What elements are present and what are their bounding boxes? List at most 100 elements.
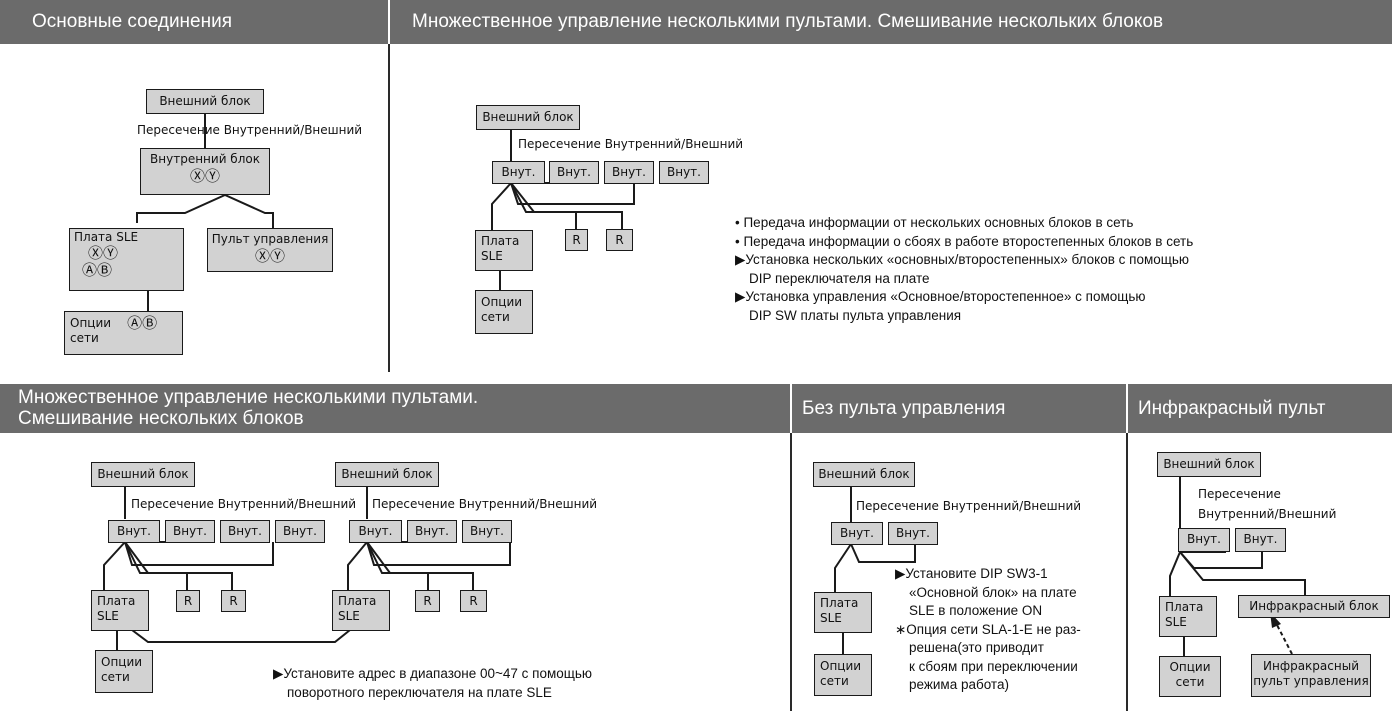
sle-board-label-line1: Плата xyxy=(820,596,859,610)
indoor-unit-label: Внут. xyxy=(470,524,504,538)
indoor-unit-box: Внут. xyxy=(462,520,512,543)
indoor-unit-box: Внут. xyxy=(1235,528,1286,552)
remote-r-box: R xyxy=(221,590,246,612)
outdoor-unit-box: Внешний блок xyxy=(1157,452,1261,477)
multi-bottom-notes: ▶Установите адрес в диапазоне 00~47 с по… xyxy=(273,665,592,702)
no-remote-notes: ▶Установите DIP SW3-1 «Основной блок» на… xyxy=(895,565,1081,695)
note-line: SLE в положение ON xyxy=(909,603,1043,618)
indoor-unit-label: Внут. xyxy=(358,524,393,538)
outdoor-unit-box: Внешний блок xyxy=(813,462,915,487)
sle-board-label-line2: SLE xyxy=(1165,615,1187,629)
outdoor-unit-label: Внешний блок xyxy=(818,467,910,481)
ir-remote-box: Инфракрасный пульт управления xyxy=(1251,654,1371,697)
indoor-unit-box: Внут. xyxy=(349,520,402,543)
indoor-unit-box: Внут. xyxy=(108,520,160,543)
divider-top xyxy=(388,44,390,372)
note-line: • Передача информации о сбоях в работе в… xyxy=(735,233,1194,249)
note-line: DIP переключателя на плате xyxy=(749,270,930,286)
indoor-unit-box: Внут. xyxy=(888,522,938,545)
remote-r-label: R xyxy=(423,594,432,608)
sle-board-label-line1: Плата xyxy=(97,594,136,608)
sle-board-box: Плата SLE xyxy=(814,592,872,633)
network-options-label-line1: Опции xyxy=(481,295,523,309)
sle-board-box: Плата SLE ⓍⓎ ⒶⒷ xyxy=(69,228,184,291)
indoor-unit-label: Внут. xyxy=(283,524,317,538)
header-ir-remote: Инфракрасный пульт xyxy=(1128,384,1392,433)
crossing-label: Пересечение Внутренний/Внешний xyxy=(518,137,744,151)
sle-board-label-line2: SLE xyxy=(97,609,119,623)
crossing-label: Пересечение Внутренний/Внешний xyxy=(1198,484,1336,524)
indoor-unit-label: Внут. xyxy=(896,526,930,540)
sle-ab-terminals: ⒶⒷ xyxy=(82,261,113,279)
crossing-label: Пересечение Внутренний/Внешний xyxy=(137,123,363,137)
note-line: режима работа) xyxy=(909,677,1009,692)
remote-control-box: Пульт управления ⓍⓎ xyxy=(207,228,333,272)
network-options-text1: Опции xyxy=(70,316,112,330)
indoor-unit-label: Внут. xyxy=(173,524,207,538)
outdoor-unit-label: Внешний блок xyxy=(1163,457,1255,471)
network-options-box: Опции сети xyxy=(95,650,153,693)
network-options-label-line2: сети xyxy=(481,310,510,324)
remote-r-label: R xyxy=(229,594,238,608)
network-options-box: Опции сети xyxy=(475,290,533,334)
note-line: к сбоям при переключении xyxy=(909,658,1078,674)
network-options-label-line1: Опции ⒶⒷ xyxy=(70,316,177,331)
outdoor-unit-label: Внешний блок xyxy=(341,467,433,481)
remote-r-label: R xyxy=(469,594,478,608)
crossing-label: Пересечение Внутренний/Внешний xyxy=(131,497,357,511)
note-line: ▶Установите адрес в диапазоне 00~47 с по… xyxy=(273,666,593,681)
sle-board-box: Плата SLE xyxy=(332,590,390,631)
indoor-unit-box: Внут. xyxy=(492,161,545,184)
ir-remote-label-line2: пульт управления xyxy=(1253,674,1369,688)
indoor-unit-box: Внут. xyxy=(604,161,654,184)
network-options-label-line2: сети xyxy=(101,670,130,684)
sle-board-label-line1: Плата xyxy=(338,594,377,608)
indoor-unit-box: Внут. xyxy=(1178,528,1230,552)
header-basic-connections-text: Основные соединения xyxy=(32,11,233,32)
note-line: решена(это приводит xyxy=(909,640,1044,655)
crossing-label-line1: Пересечение xyxy=(1198,487,1281,501)
header-basic-connections: Основные соединения xyxy=(0,0,388,44)
header-multi-remote-top: Множественное управление несколькими пул… xyxy=(390,0,1392,44)
note-line: ▶Установка нескольких «основных/второсте… xyxy=(735,252,1190,267)
crossing-label-line2: Внутренний/Внешний xyxy=(1198,507,1337,521)
sle-board-label-line2: SLE xyxy=(338,609,360,623)
network-options-box: Опции ⒶⒷ сети xyxy=(64,311,183,355)
indoor-unit-box: Внутренний блок ⓍⓎ xyxy=(140,148,270,195)
indoor-unit-label: Внут. xyxy=(501,165,536,179)
sle-xy-terminals: ⓍⓎ xyxy=(88,244,119,262)
network-options-label-line1: Опции xyxy=(101,655,143,669)
network-options-label-line2: сети xyxy=(70,331,99,345)
divider-bottom-left xyxy=(790,433,792,711)
indoor-unit-label: Внут. xyxy=(415,524,449,538)
multi-top-notes: • Передача информации от нескольких осно… xyxy=(735,214,1193,325)
outdoor-unit-box: Внешний блок xyxy=(335,462,439,487)
remote-r-box: R xyxy=(176,590,200,612)
indoor-unit-label: Внут. xyxy=(1243,532,1278,546)
indoor-unit-label: Внут. xyxy=(228,524,262,538)
note-line: ▶Установите DIP SW3-1 xyxy=(895,566,1048,581)
outdoor-unit-label: Внешний блок xyxy=(159,94,251,108)
sle-board-label-line1: Плата xyxy=(481,234,520,248)
header-ir-remote-text: Инфракрасный пульт xyxy=(1138,398,1326,419)
outdoor-unit-label: Внешний блок xyxy=(97,467,189,481)
indoor-unit-box: Внут. xyxy=(165,520,215,543)
note-line: ∗Опция сети SLA-1-E не раз- xyxy=(895,621,1081,637)
xy-terminals: ⓍⓎ xyxy=(189,167,220,185)
sle-board-box: Плата SLE xyxy=(91,590,149,631)
indoor-unit-label: Внут. xyxy=(840,526,874,540)
ir-unit-box: Инфракрасный блок xyxy=(1238,595,1390,618)
header-no-remote: Без пульта управления xyxy=(792,384,1126,433)
network-ab-terminals: ⒶⒷ xyxy=(127,314,158,332)
sle-board-label: Плата SLE xyxy=(74,230,139,244)
indoor-unit-box: Внут. xyxy=(407,520,457,543)
crossing-label: Пересечение Внутренний/Внешний xyxy=(372,497,598,511)
indoor-unit-box: Внут. xyxy=(831,522,883,545)
header-multi-remote-bottom-line2: Смешивание нескольких блоков xyxy=(18,408,304,429)
outdoor-unit-box: Внешний блок xyxy=(146,89,264,114)
indoor-unit-box: Внут. xyxy=(659,161,709,184)
header-multi-remote-top-text: Множественное управление несколькими пул… xyxy=(412,11,1164,32)
indoor-unit-box: Внут. xyxy=(220,520,270,543)
outdoor-unit-box: Внешний блок xyxy=(476,105,580,130)
